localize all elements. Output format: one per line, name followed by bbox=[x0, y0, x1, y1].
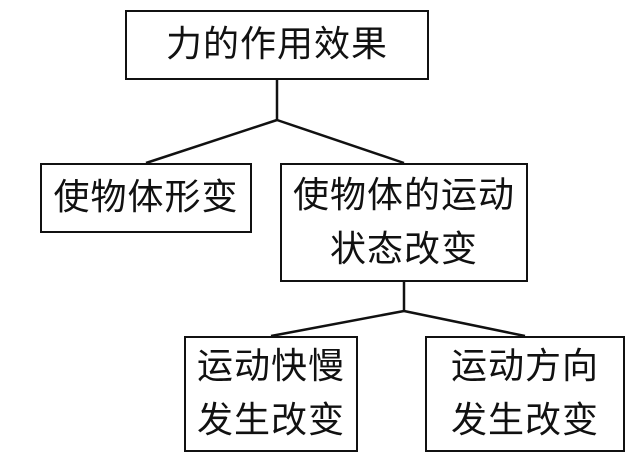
root-to-deform-line bbox=[145, 118, 278, 165]
speed-node: 运动快慢 发生改变 bbox=[184, 336, 358, 452]
direction-node: 运动方向 发生改变 bbox=[425, 336, 625, 452]
speed-node-label-line-1: 运动快慢 bbox=[196, 346, 345, 387]
root-node-label: 力的作用效果 bbox=[165, 24, 388, 65]
motion-to-direction-line bbox=[403, 309, 526, 338]
speed-node-label-line-2: 发生改变 bbox=[196, 400, 345, 441]
deform-node-label: 使物体形变 bbox=[53, 177, 239, 218]
motion-node: 使物体的运动 状态改变 bbox=[280, 163, 528, 282]
deform-node: 使物体形变 bbox=[40, 163, 252, 233]
motion-node-label-line-1: 使物体的运动 bbox=[292, 174, 515, 216]
root-to-motion-line bbox=[276, 118, 405, 165]
direction-node-label-line-2: 发生改变 bbox=[450, 400, 599, 441]
motion-to-speed-line bbox=[270, 309, 405, 338]
motion-node-label-line-2: 状态改变 bbox=[329, 228, 478, 270]
direction-node-label-line-1: 运动方向 bbox=[450, 346, 599, 387]
root-node: 力的作用效果 bbox=[125, 10, 429, 80]
